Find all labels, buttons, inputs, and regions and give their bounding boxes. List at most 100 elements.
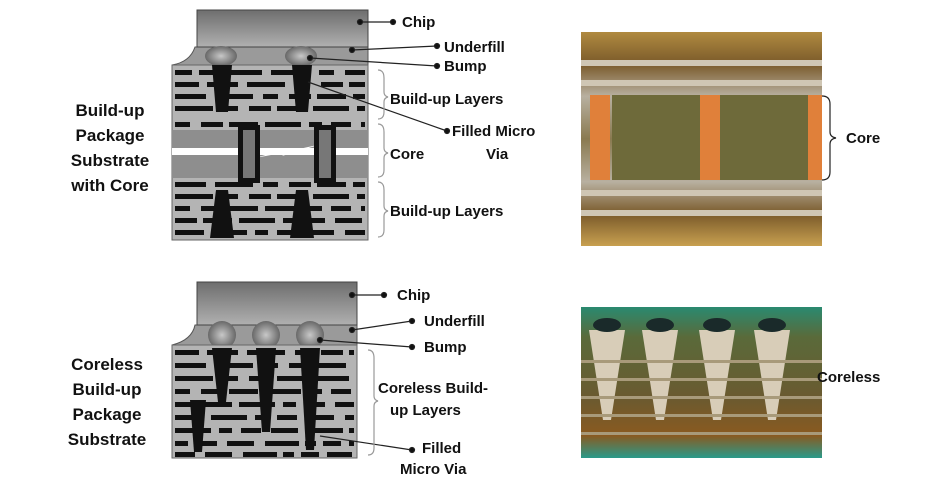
copper-trace [289, 363, 311, 368]
trace-layer [581, 396, 822, 399]
label-underfill: Underfill [444, 39, 505, 56]
copper-trace [175, 194, 213, 199]
copper-trace [249, 194, 271, 199]
copper-trace [175, 182, 206, 187]
copper-trace [301, 452, 319, 457]
copper-trace [277, 415, 297, 420]
label-core: Core [390, 146, 424, 163]
copper-trace [289, 182, 311, 187]
copper-trace [175, 70, 192, 75]
coreless-bracket [367, 349, 379, 456]
copper-trace [309, 428, 343, 433]
copper-trace [241, 428, 261, 433]
copper-trace [283, 218, 296, 223]
through-via [243, 130, 255, 178]
copper-trace [307, 230, 334, 235]
copper-trace [175, 218, 197, 223]
copper-trace [271, 70, 309, 75]
solder-bump [593, 318, 621, 332]
top-brackets [377, 69, 389, 238]
bottom-leaders [316, 291, 416, 454]
copper-trace [203, 402, 232, 407]
copper-trace [201, 206, 223, 211]
copper-trace [223, 106, 238, 111]
copper-trace [211, 415, 247, 420]
copper-trace [265, 206, 301, 211]
copper-trace [175, 389, 190, 394]
copper-trace [357, 194, 365, 199]
copper-trace [349, 82, 365, 87]
bump [205, 46, 237, 66]
copper-trace [361, 122, 365, 127]
top-leaders [306, 18, 451, 135]
copper-trace [313, 194, 349, 199]
copper-trace [175, 376, 213, 381]
filled-micro-via [190, 400, 206, 452]
through-via [319, 130, 331, 178]
copper-trace [219, 428, 232, 433]
copper-trace [317, 363, 346, 368]
copper-trace [197, 441, 217, 446]
via-cone [589, 330, 625, 420]
crack-icon [255, 144, 322, 158]
copper-trace [349, 350, 354, 355]
copper-trace [349, 428, 354, 433]
copper-trace [265, 389, 301, 394]
copper-trace [283, 402, 296, 407]
copper-trace [309, 206, 322, 211]
copper-trace [239, 218, 275, 223]
copper-trace [231, 70, 262, 75]
copper-trace [227, 441, 254, 446]
trace-layer [581, 432, 822, 435]
copper-trace [271, 428, 298, 433]
copper-trace [277, 106, 306, 111]
filled-micro-via [256, 348, 276, 432]
copper-trace [263, 94, 278, 99]
label-filled-micro-via: Filled Micro [452, 123, 535, 140]
copper-trace [205, 452, 232, 457]
label-coreless-layers: Coreless Build- [378, 380, 488, 397]
cored-substrate-cross-section [171, 9, 369, 241]
copper-trace [277, 376, 306, 381]
copper-trace [223, 194, 238, 199]
copper-trace [201, 389, 223, 394]
copper-trace [335, 218, 362, 223]
copper-trace [201, 122, 223, 127]
svg-text:Substrate: Substrate [68, 430, 146, 449]
copper-trace [175, 106, 213, 111]
label-filled-micro-via-2: Via [486, 146, 509, 163]
filled-micro-via [212, 348, 232, 402]
copper-trace [349, 441, 354, 446]
svg-text:Build-up: Build-up [76, 101, 145, 120]
copper-trace [331, 389, 351, 394]
copper-trace [283, 452, 294, 457]
copper-trace [317, 182, 346, 187]
copper-trace [175, 122, 190, 127]
cored-substrate-photo [581, 32, 822, 246]
label-chip: Chip [402, 14, 435, 31]
copper-trace [175, 415, 204, 420]
bump [252, 321, 280, 349]
copper-trace [265, 441, 299, 446]
svg-text:Package: Package [73, 405, 142, 424]
solder-bump [758, 318, 786, 332]
filled-micro-via [290, 190, 314, 238]
trace-layer [581, 378, 822, 381]
copper-trace [321, 350, 343, 355]
copper-trace [361, 206, 365, 211]
trace-layer [581, 360, 822, 363]
copper-trace [313, 106, 349, 111]
copper-trace [175, 452, 195, 457]
copper-trace [309, 122, 322, 127]
copper-trace [313, 376, 349, 381]
copper-trace [305, 218, 325, 223]
filled-micro-via [210, 190, 234, 238]
copper-trace [215, 363, 253, 368]
top-side-title: Build-up Package Substrate with Core [70, 101, 149, 195]
copper-trace [229, 389, 258, 394]
label-underfill: Underfill [424, 313, 485, 330]
photo-label-coreless: Coreless [817, 369, 880, 386]
filled-micro-via [292, 65, 312, 112]
copper-trace [175, 206, 190, 211]
